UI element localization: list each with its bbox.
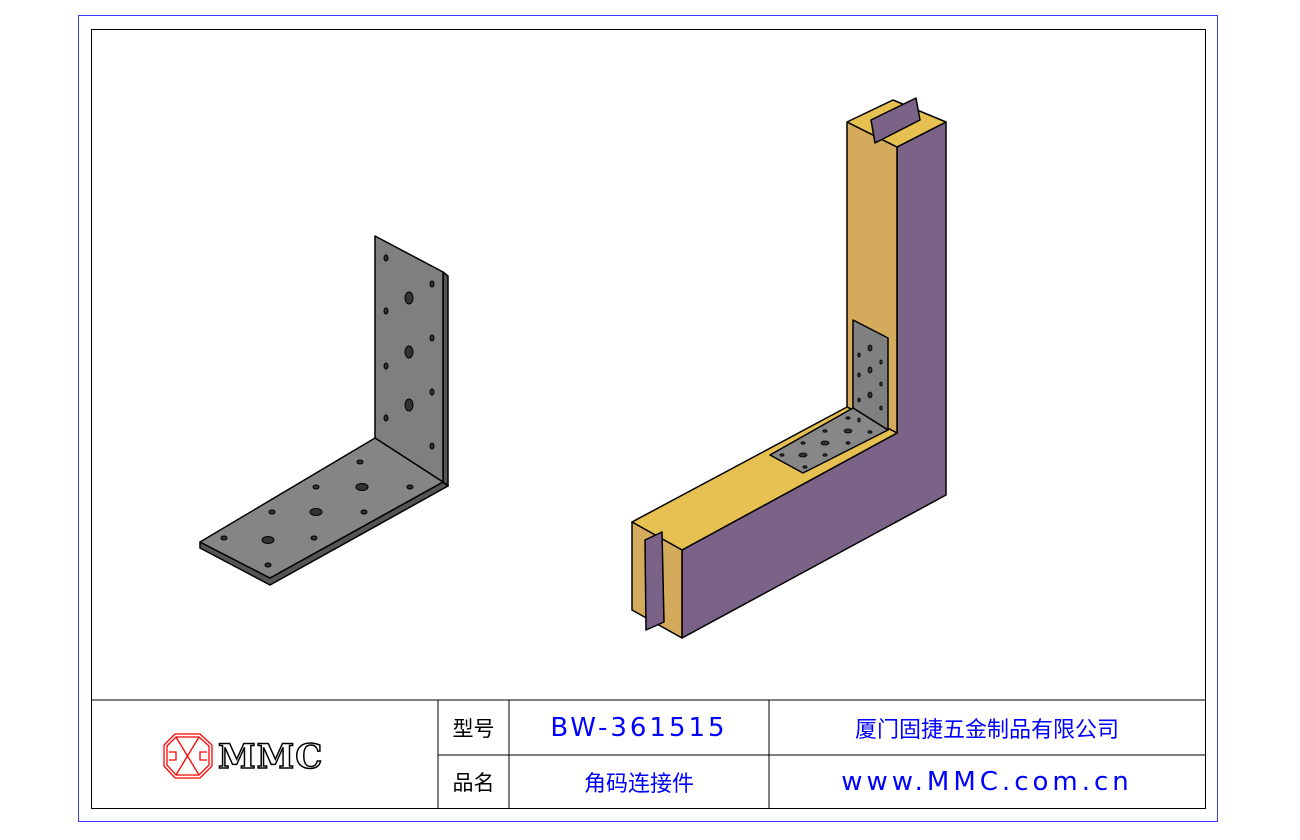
bracket-hole: [429, 334, 435, 342]
bracket-hole: [800, 441, 806, 445]
wood-side-face: [681, 121, 947, 639]
company-name: 厦门固捷五金制品有限公司: [854, 717, 1119, 743]
bracket-hole: [261, 536, 275, 544]
mmc-logo: MMC: [163, 733, 323, 779]
bracket-hole: [879, 359, 883, 365]
title-block-grid: [91, 699, 1205, 808]
bracket-hole: [879, 405, 883, 411]
website: www.MMC.com.cn: [841, 766, 1133, 797]
post-top-slot: [870, 97, 921, 144]
name-label: 品名: [452, 770, 495, 795]
bracket-hole: [264, 562, 272, 568]
fitted-bracket-base: [769, 407, 889, 474]
bracket-hole: [845, 416, 851, 420]
bracket-hole: [268, 509, 276, 515]
bracket-hole: [798, 452, 808, 458]
name-value: 角码连接件: [583, 771, 694, 797]
bracket-hole: [857, 417, 861, 423]
model-label: 型号: [452, 716, 495, 741]
bracket-hole: [429, 442, 435, 450]
bracket-hole: [429, 388, 435, 396]
bracket-hole: [356, 459, 364, 465]
bracket-hole: [383, 362, 389, 370]
sheet-inner-border: [91, 29, 1206, 809]
bracket-hole: [802, 465, 808, 469]
logo-text: MMC: [218, 737, 323, 777]
bracket-hole: [779, 453, 785, 457]
bracket-hole: [406, 484, 414, 490]
sheet-outer-border: [78, 15, 1218, 822]
bracket-hole: [355, 483, 369, 491]
bracket-hole: [822, 429, 828, 433]
beam-end-slot: [644, 531, 665, 631]
bracket-hole: [383, 414, 389, 422]
bracket-hole: [820, 440, 830, 446]
logo-octagon-icon: [163, 733, 213, 779]
bracket-hole: [867, 366, 873, 374]
bracket-hole: [220, 535, 228, 541]
bracket-hole: [404, 291, 414, 305]
bracket-hole: [360, 509, 368, 515]
bracket-hole: [404, 398, 414, 412]
angle-bracket-standalone: [199, 235, 449, 586]
bracket-hole: [857, 352, 861, 358]
bracket-hole: [857, 372, 861, 378]
bracket-hole: [879, 381, 883, 387]
bracket-hole: [867, 430, 873, 434]
bracket-hole: [383, 254, 389, 262]
bracket-hole: [857, 397, 861, 403]
bracket-hole: [404, 345, 414, 359]
bracket-base-plate: [199, 437, 444, 579]
bracket-hole: [867, 344, 873, 352]
bracket-hole: [383, 307, 389, 315]
bracket-hole: [309, 508, 323, 516]
bracket-hole: [312, 484, 320, 490]
bracket-hole: [843, 428, 853, 434]
bracket-hole: [429, 280, 435, 288]
bracket-hole: [822, 453, 828, 457]
timber-assembly: [631, 97, 947, 639]
bracket-hole: [867, 391, 873, 399]
bracket-hole: [845, 441, 851, 445]
bracket-hole: [310, 535, 318, 541]
model-value: BW-361515: [550, 712, 728, 743]
